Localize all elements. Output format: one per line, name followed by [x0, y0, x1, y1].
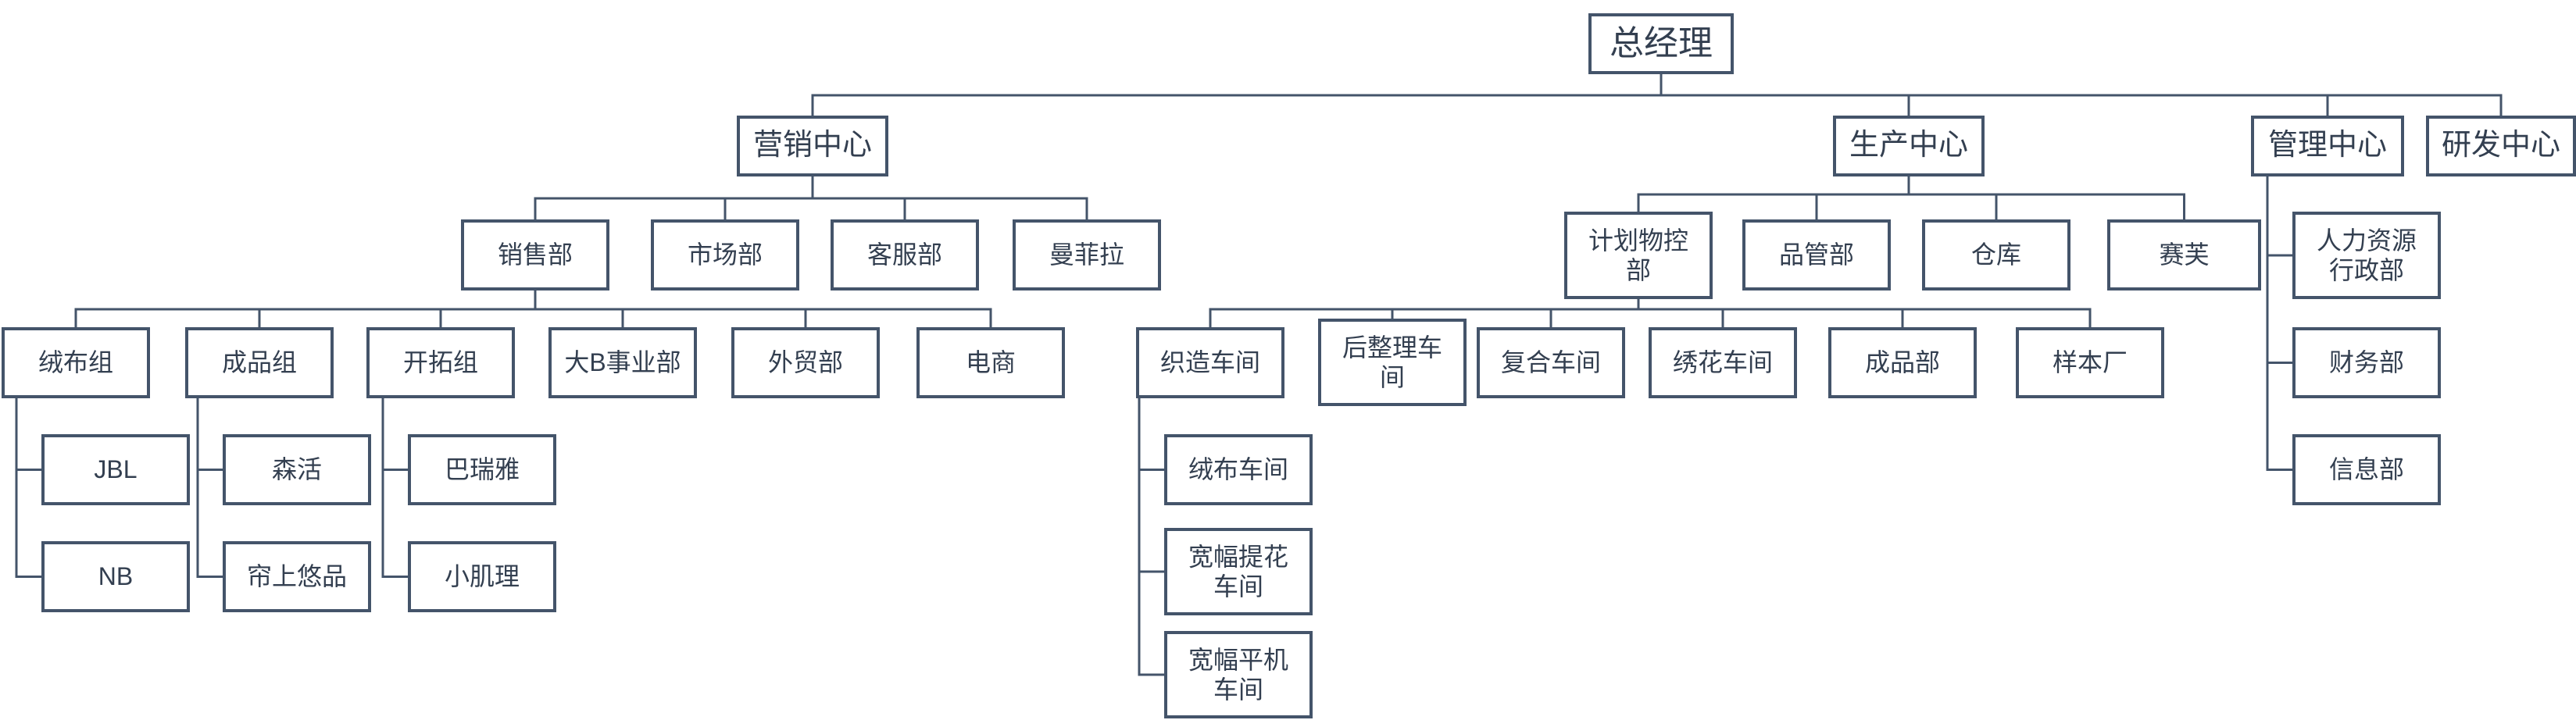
node-bariya: 巴瑞雅 [408, 434, 556, 505]
node-big-b-division: 大B事业部 [548, 327, 697, 398]
node-wide-plain-workshop: 宽幅平机车间 [1164, 631, 1313, 718]
node-foreign-trade-dept: 外贸部 [731, 327, 880, 398]
node-lianshangyoupin: 帘上悠品 [223, 541, 371, 612]
node-sales-dept: 销售部 [461, 219, 609, 290]
node-warehouse: 仓库 [1922, 219, 2070, 290]
node-production-center: 生产中心 [1833, 116, 1985, 176]
node-market-dept: 市场部 [651, 219, 799, 290]
node-finished-product-group: 成品组 [185, 327, 334, 398]
node-finance-dept: 财务部 [2292, 327, 2441, 398]
node-ecommerce: 电商 [916, 327, 1065, 398]
node-management-center: 管理中心 [2251, 116, 2404, 176]
node-wide-jacquard-workshop: 宽幅提花车间 [1164, 528, 1313, 615]
node-planning-material-control-dept: 计划物控部 [1564, 212, 1713, 299]
node-nb: NB [41, 541, 190, 612]
node-info-dept: 信息部 [2292, 434, 2441, 505]
node-sample-factory: 样本厂 [2016, 327, 2164, 398]
node-manfeila: 曼菲拉 [1013, 219, 1161, 290]
node-pioneer-group: 开拓组 [366, 327, 515, 398]
node-fleece-workshop: 绒布车间 [1164, 434, 1313, 505]
node-finishing-workshop: 后整理车间 [1318, 319, 1467, 406]
node-marketing-center: 营销中心 [737, 116, 888, 176]
node-fleece-group: 绒布组 [2, 327, 150, 398]
node-product-dept: 成品部 [1828, 327, 1977, 398]
node-quality-dept: 品管部 [1742, 219, 1891, 290]
node-jbl: JBL [41, 434, 190, 505]
node-rd-center: 研发中心 [2426, 116, 2576, 176]
node-compound-workshop: 复合车间 [1477, 327, 1625, 398]
node-saifu: 赛芙 [2107, 219, 2261, 290]
node-xiaojili: 小肌理 [408, 541, 556, 612]
node-general-manager: 总经理 [1588, 13, 1734, 74]
node-hr-admin-dept: 人力资源行政部 [2292, 212, 2441, 299]
node-weaving-workshop: 织造车间 [1136, 327, 1284, 398]
node-embroidery-workshop: 绣花车间 [1649, 327, 1797, 398]
node-customer-service-dept: 客服部 [831, 219, 979, 290]
node-senhuo: 森活 [223, 434, 371, 505]
